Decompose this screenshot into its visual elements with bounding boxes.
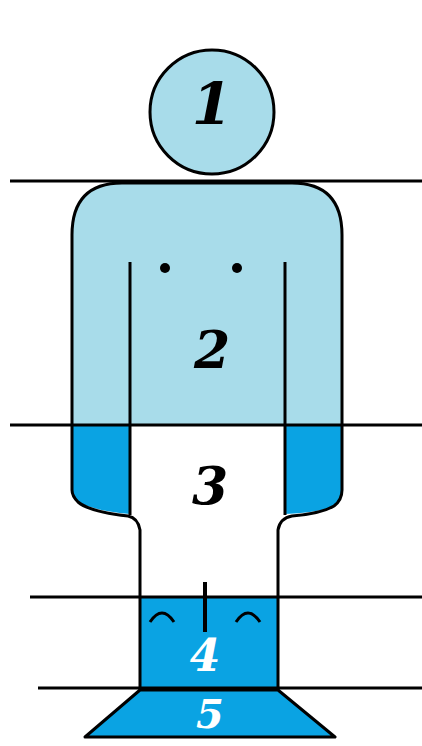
arm-line xyxy=(284,262,287,515)
zone-line xyxy=(10,424,422,427)
callout-number: 5 xyxy=(196,694,224,734)
zone-line xyxy=(10,180,422,183)
leg-divider xyxy=(203,582,207,632)
zone-line xyxy=(30,596,422,599)
knee-arc xyxy=(236,613,260,622)
feet-base xyxy=(85,690,335,737)
callout-number: 1 xyxy=(192,75,232,133)
torso-fill xyxy=(72,183,342,425)
zone-line xyxy=(38,687,422,690)
right-hand xyxy=(285,425,342,514)
callout-number: 2 xyxy=(194,324,230,376)
head-circle xyxy=(150,50,274,174)
dot xyxy=(232,263,242,273)
left-hand xyxy=(72,425,130,514)
arm-line xyxy=(129,262,132,515)
dot xyxy=(160,263,170,273)
body-outline xyxy=(72,183,342,690)
callout-number: 4 xyxy=(190,634,221,678)
lower-legs xyxy=(140,597,278,690)
knee-arc xyxy=(150,613,174,622)
callout-number: 3 xyxy=(192,460,228,512)
